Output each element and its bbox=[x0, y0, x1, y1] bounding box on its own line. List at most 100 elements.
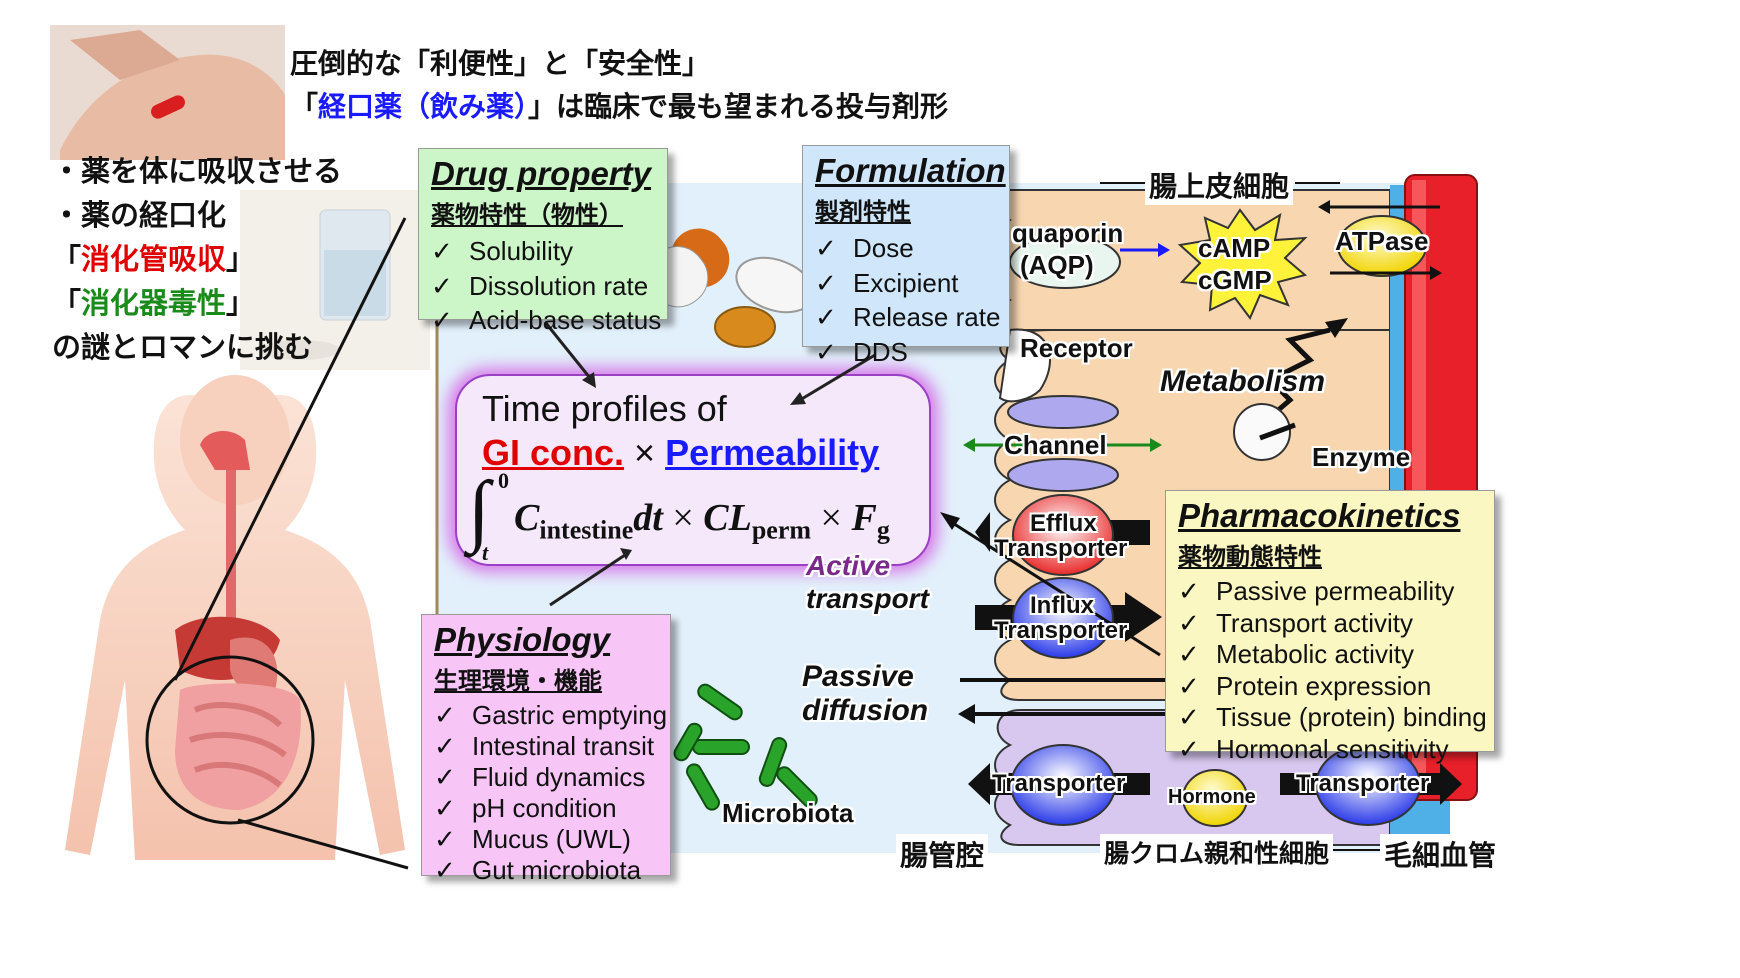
check-icon: ✓ bbox=[434, 855, 456, 885]
bullet-absorb: ・薬を体に吸収させる bbox=[52, 154, 343, 188]
atpase-shape bbox=[1337, 215, 1427, 277]
efflux-transporter-shape bbox=[1012, 494, 1114, 576]
formulation-subtitle: 製剤特性 bbox=[815, 198, 911, 226]
list-item: ✓Tissue (protein) binding bbox=[1178, 702, 1487, 732]
header-line-2: 「経口薬（飲み薬）」は臨床で最も望まれる投与剤形 bbox=[290, 90, 949, 123]
bullet-gi-absorption: 「消化管吸収」 bbox=[52, 242, 256, 276]
formulation-box: Formulation 製剤特性 ✓Dose ✓Excipient ✓Relea… bbox=[802, 145, 1010, 367]
drug-property-title: Drug property bbox=[431, 155, 652, 192]
bullet-gi-toxicity: 「消化器毒性」 bbox=[52, 286, 256, 320]
list-item: ✓Metabolic activity bbox=[1178, 639, 1414, 669]
list-item: ✓Acid-base status bbox=[431, 303, 661, 338]
list-item: ✓Intestinal transit bbox=[434, 731, 655, 761]
header-line-1: 圧倒的な「利便性」と「安全性」 bbox=[290, 47, 711, 80]
capillary-label: 毛細血管 bbox=[1380, 834, 1501, 874]
check-icon: ✓ bbox=[434, 762, 456, 792]
list-item: ✓Gastric emptying bbox=[434, 700, 668, 730]
passive-label: Passive bbox=[802, 660, 914, 693]
check-icon: ✓ bbox=[1178, 639, 1200, 669]
lumen-transporter-label: Transporter bbox=[992, 770, 1126, 797]
physiology-box: Physiology 生理環境・機能 ✓Gastric emptying ✓In… bbox=[421, 614, 671, 885]
check-icon: ✓ bbox=[434, 700, 456, 730]
influx-transporter-shape bbox=[1012, 577, 1114, 659]
list-item: ✓Release rate bbox=[815, 300, 1000, 335]
efflux-transporter-label: Transporter bbox=[994, 535, 1128, 562]
hand-with-capsule-image bbox=[50, 25, 285, 160]
aquaporin-shape bbox=[1009, 235, 1121, 289]
pharmacokinetics-title: Pharmacokinetics bbox=[1178, 497, 1461, 534]
check-icon: ✓ bbox=[815, 302, 837, 332]
enzyme-shape bbox=[1233, 403, 1291, 461]
metabolism-label: Metabolism bbox=[1160, 365, 1326, 398]
list-item: ✓DDS bbox=[815, 335, 997, 370]
check-icon: ✓ bbox=[815, 233, 837, 263]
physiology-subtitle: 生理環境・機能 bbox=[434, 667, 602, 695]
check-icon: ✓ bbox=[431, 305, 453, 335]
pharmacokinetics-box: Pharmacokinetics 薬物動態特性 ✓Passive permeab… bbox=[1165, 490, 1495, 764]
check-icon: ✓ bbox=[1178, 733, 1200, 764]
check-icon: ✓ bbox=[815, 336, 837, 367]
check-icon: ✓ bbox=[434, 824, 456, 854]
check-icon: ✓ bbox=[815, 267, 837, 298]
list-item: ✓Dissolution rate bbox=[431, 269, 655, 304]
list-item: ✓Solubility bbox=[431, 234, 655, 269]
microbiota-rods bbox=[673, 683, 818, 811]
efflux-label: Efflux bbox=[1030, 510, 1097, 537]
check-icon: ✓ bbox=[431, 236, 453, 266]
integral-sign: ∫ bbox=[468, 466, 490, 554]
list-item: ✓Protein expression bbox=[1178, 670, 1432, 701]
check-icon: ✓ bbox=[1178, 702, 1200, 732]
influx-label: Influx bbox=[1030, 592, 1094, 619]
check-icon: ✓ bbox=[1178, 576, 1200, 606]
epithelial-cell-label: 腸上皮細胞 bbox=[1145, 165, 1294, 205]
pharmacokinetics-subtitle: 薬物動態特性 bbox=[1178, 543, 1322, 571]
microbiota-label: Microbiota bbox=[722, 798, 854, 828]
list-item: ✓pH condition bbox=[434, 793, 617, 823]
formulation-title: Formulation bbox=[815, 152, 1006, 189]
drug-property-subtitle: 薬物特性（物性） bbox=[431, 201, 623, 229]
channel-label: Channel bbox=[1004, 430, 1107, 460]
lumen-transporter-shape bbox=[1010, 744, 1116, 826]
permeability-label: Permeability bbox=[665, 432, 880, 473]
influx-transporter-label: Transporter bbox=[994, 617, 1128, 644]
bullet-oral: ・薬の経口化 bbox=[52, 198, 227, 232]
list-item: ✓Mucus (UWL) bbox=[434, 824, 631, 854]
human-body-illustration bbox=[65, 217, 409, 870]
list-item: ✓Excipient bbox=[815, 266, 997, 301]
drug-property-box: Drug property 薬物特性（物性） ✓Solubility ✓Diss… bbox=[418, 148, 668, 335]
lumen-label: 腸管腔 bbox=[896, 834, 989, 874]
gi-conc-label: GI conc. bbox=[482, 432, 625, 473]
aquaporin-label: quaporin bbox=[1012, 218, 1124, 248]
capillary-transporter-label: Transporter bbox=[1296, 770, 1430, 797]
camp-label: cAMP bbox=[1198, 233, 1271, 263]
physiology-title: Physiology bbox=[434, 621, 611, 658]
list-item: ✓Transport activity bbox=[1178, 607, 1413, 638]
check-icon: ✓ bbox=[434, 793, 456, 823]
list-item: ✓Passive permeability bbox=[1178, 576, 1455, 606]
transport-label: transport bbox=[806, 583, 929, 614]
diffusion-label: diffusion bbox=[802, 694, 929, 727]
atpase-label: ATPase bbox=[1335, 226, 1429, 256]
aqp-label: (AQP) bbox=[1020, 250, 1094, 280]
list-item: ✓Dose bbox=[815, 231, 997, 266]
channel-shape bbox=[1007, 395, 1119, 429]
formula-line-2: GI conc. × Permeability bbox=[482, 432, 880, 473]
check-icon: ✓ bbox=[431, 270, 453, 301]
active-label: Active bbox=[806, 550, 891, 581]
hormone-shape bbox=[1182, 769, 1248, 827]
cgmp-label: cGMP bbox=[1198, 265, 1272, 295]
camp-starburst bbox=[1177, 208, 1308, 320]
oral-drug-highlight: 経口薬（飲み薬） bbox=[318, 90, 529, 123]
list-item: ✓Fluid dynamics bbox=[434, 762, 646, 792]
enterochromaffin-label: 腸クロム親和性細胞 bbox=[1100, 834, 1334, 870]
list-item: ✓Hormonal sensitivity bbox=[1178, 733, 1449, 764]
check-icon: ✓ bbox=[434, 731, 456, 761]
receptor-shape bbox=[998, 328, 1051, 403]
formula-box bbox=[455, 374, 931, 566]
bullet-mystery: の謎とロマンに挑む bbox=[52, 330, 314, 364]
formula-equation: ∫ 0 t Cintestinedt × CLperm × Fg bbox=[468, 466, 890, 565]
enzyme-label: Enzyme bbox=[1312, 442, 1411, 472]
check-icon: ✓ bbox=[1178, 670, 1200, 701]
list-item: ✓Gut microbiota bbox=[434, 855, 642, 885]
hormone-label: Hormone bbox=[1168, 786, 1256, 808]
